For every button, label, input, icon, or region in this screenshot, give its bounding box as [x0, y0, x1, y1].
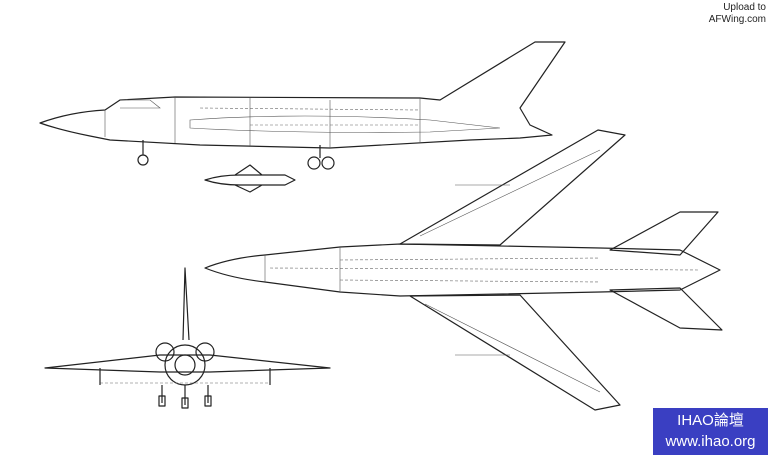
badge-line1: IHAO論壇: [677, 412, 744, 429]
upload-watermark-line1: Upload to: [723, 2, 766, 13]
side-view: [39, 41, 566, 193]
badge-line2: www.ihao.org: [665, 433, 756, 450]
ihao-watermark-badge: IHAO論壇 www.ihao.org: [653, 408, 768, 455]
front-view: [44, 267, 331, 409]
upload-watermark: Upload to AFWing.com: [709, 2, 766, 26]
upload-watermark-line2: AFWing.com: [708, 14, 766, 25]
top-view: [204, 129, 723, 411]
